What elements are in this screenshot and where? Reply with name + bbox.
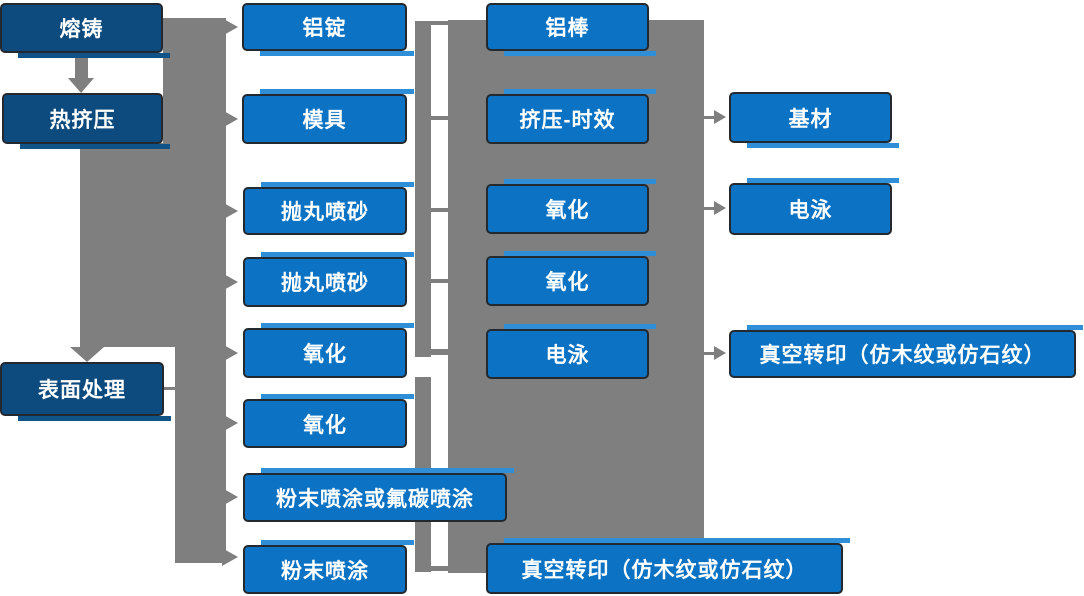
connector-upper-band — [163, 18, 226, 143]
node-vacuum-transfer-2-label: 真空转印（仿木纹或仿石纹） — [521, 558, 808, 582]
connector-tick-row1 — [415, 21, 448, 25]
node-aluminum-ingot: 铝锭 — [242, 3, 414, 56]
node-electrophoresis-2: 电泳 — [729, 178, 899, 235]
connector-left-block — [80, 143, 226, 347]
node-hot-extrusion-label: 热挤压 — [49, 108, 116, 132]
connector-surface-treatment-link — [163, 387, 176, 390]
arrow-to-oxidation-1-icon — [222, 344, 238, 362]
arrow-to-shot-blast-2-icon — [222, 273, 238, 291]
node-melting: 熔铸 — [0, 3, 170, 58]
connector-shaft-base-material — [704, 116, 716, 119]
connector-tick-row4 — [415, 279, 448, 283]
node-powder-coating-label: 粉末喷涂 — [281, 559, 369, 583]
node-oxidation-3-label: 氧化 — [545, 199, 590, 222]
node-oxidation-2: 氧化 — [243, 394, 414, 448]
node-electrophoresis-1: 电泳 — [486, 324, 656, 379]
node-powder-or-fluorocarbon: 粉末喷涂或氟碳喷涂 — [243, 468, 514, 522]
node-mold: 模具 — [242, 89, 414, 144]
node-powder-coating: 粉末喷涂 — [243, 540, 414, 594]
arrow-down-to-surface-treatment-icon — [70, 347, 104, 362]
node-base-material-label: 基材 — [788, 107, 833, 131]
node-extrusion-aging-label: 挤压-时效 — [519, 109, 616, 132]
node-electrophoresis-2-label: 电泳 — [788, 199, 833, 222]
arrow-down-to-hot-extrusion-icon — [68, 78, 94, 93]
arrow-to-aluminum-ingot-icon — [222, 18, 238, 36]
arrow-to-shot-blast-1-icon — [222, 202, 238, 220]
connector-tick-bottom — [430, 566, 452, 571]
node-vacuum-transfer-2: 真空转印（仿木纹或仿石纹） — [486, 538, 850, 594]
node-oxidation-1-label: 氧化 — [303, 343, 347, 366]
node-shot-blast-1: 抛丸喷砂 — [243, 182, 414, 235]
node-oxidation-1: 氧化 — [243, 323, 414, 378]
node-vacuum-transfer-1: 真空转印（仿木纹或仿石纹） — [729, 325, 1083, 378]
node-oxidation-4: 氧化 — [486, 251, 656, 306]
arrow-to-powder-coating-icon — [222, 548, 238, 566]
arrow-to-mold-icon — [222, 110, 238, 128]
node-shot-blast-1-label: 抛丸喷砂 — [281, 201, 369, 224]
arrow-to-electrophoresis-2-icon — [714, 201, 726, 215]
connector-shaft-electrophoresis-2 — [704, 207, 716, 210]
node-shot-blast-2: 抛丸喷砂 — [243, 252, 414, 307]
node-aluminum-rod-label: 铝棒 — [545, 17, 590, 40]
node-hot-extrusion: 热挤压 — [2, 93, 170, 149]
node-aluminum-rod: 铝棒 — [486, 3, 656, 56]
node-surface-treatment: 表面处理 — [0, 362, 171, 421]
connector-lower-band — [175, 347, 226, 563]
arrow-to-vacuum-transfer-1-icon — [714, 346, 726, 360]
arrow-to-oxidation-2-icon — [222, 414, 238, 432]
node-melting-label: 熔铸 — [59, 18, 104, 41]
node-base-material: 基材 — [729, 92, 899, 148]
connector-mid-band-upper — [415, 21, 431, 357]
node-oxidation-4-label: 氧化 — [545, 271, 590, 294]
node-vacuum-transfer-1-label: 真空转印（仿木纹或仿石纹） — [759, 344, 1046, 367]
node-surface-treatment-label: 表面处理 — [38, 379, 126, 402]
node-oxidation-3: 氧化 — [486, 179, 656, 234]
node-powder-or-fluorocarbon-label: 粉末喷涂或氟碳喷涂 — [276, 487, 474, 511]
node-shot-blast-2-label: 抛丸喷砂 — [281, 272, 369, 295]
node-extrusion-aging: 挤压-时效 — [486, 89, 656, 144]
node-aluminum-ingot-label: 铝锭 — [302, 17, 347, 40]
connector-tick-row3 — [415, 208, 448, 212]
node-oxidation-2-label: 氧化 — [303, 413, 347, 437]
node-electrophoresis-1-label: 电泳 — [545, 344, 590, 367]
arrow-to-base-material-icon — [714, 110, 726, 124]
connector-tick-row2 — [415, 116, 448, 120]
connector-melting-shaft — [75, 52, 88, 79]
connector-tick-row5 — [415, 349, 448, 355]
arrow-to-powder-or-fluorocarbon-icon — [222, 488, 238, 506]
node-mold-label: 模具 — [302, 109, 347, 132]
connector-shaft-vacuum-transfer-1 — [704, 352, 716, 355]
